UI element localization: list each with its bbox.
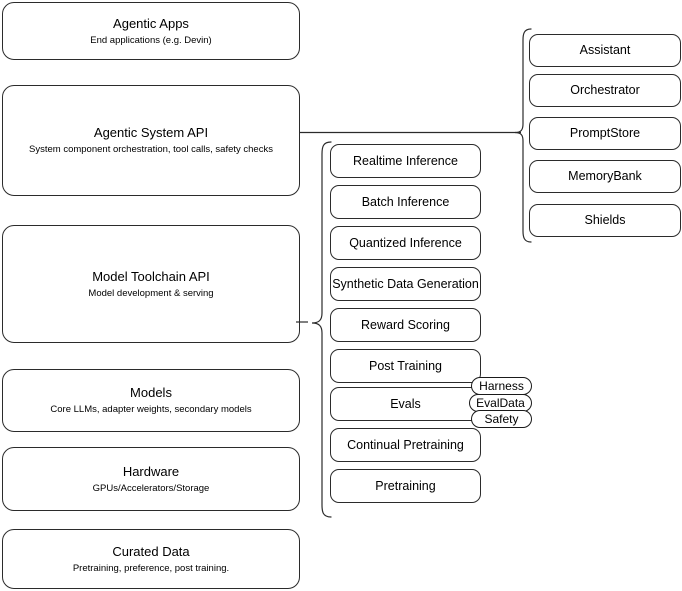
toolchain-box-quantized-inference[interactable]: Quantized Inference bbox=[330, 226, 481, 260]
toolchain-box-label: Pretraining bbox=[375, 478, 436, 493]
evals-pill-label: Harness bbox=[479, 379, 524, 393]
toolchain-box-batch-inference[interactable]: Batch Inference bbox=[330, 185, 481, 219]
toolchain-box-post-training[interactable]: Post Training bbox=[330, 349, 481, 383]
stack-layer-subtitle: GPUs/Accelerators/Storage bbox=[92, 482, 210, 494]
stack-layer-title: Agentic Apps bbox=[113, 15, 189, 31]
toolchain-box-label: Quantized Inference bbox=[349, 235, 462, 250]
stack-layer-title: Hardware bbox=[122, 463, 180, 479]
stack-layer-hardware[interactable]: Hardware GPUs/Accelerators/Storage bbox=[2, 447, 300, 511]
toolchain-box-synthetic-data-generation[interactable]: Synthetic Data Generation bbox=[330, 267, 481, 301]
system-box-label: Shields bbox=[584, 213, 626, 227]
stack-layer-subtitle: Core LLMs, adapter weights, secondary mo… bbox=[50, 404, 252, 415]
toolchain-box-label: Realtime Inference bbox=[353, 153, 458, 168]
system-box-label: Assistant bbox=[579, 43, 631, 57]
system-box-orchestrator[interactable]: Orchestrator bbox=[529, 74, 681, 107]
bracket-toolchain-components bbox=[306, 141, 332, 519]
toolchain-box-evals[interactable]: Evals bbox=[330, 387, 481, 421]
toolchain-box-pretraining[interactable]: Pretraining bbox=[330, 469, 481, 503]
stack-layer-subtitle: Pretraining, preference, post training. bbox=[72, 562, 230, 574]
evals-pill-label: EvalData bbox=[476, 396, 525, 410]
evals-pill-label: Safety bbox=[484, 412, 519, 426]
system-box-memorybank[interactable]: MemoryBank bbox=[529, 160, 681, 193]
stack-layer-agentic-apps[interactable]: Agentic Apps End applications (e.g. Devi… bbox=[2, 2, 300, 60]
toolchain-box-label: Batch Inference bbox=[361, 194, 450, 209]
stack-layer-model-toolchain-api[interactable]: Model Toolchain API Model development & … bbox=[2, 225, 300, 343]
toolchain-box-label: Continual Pretraining bbox=[347, 437, 464, 452]
stack-layer-agentic-system-api[interactable]: Agentic System API System component orch… bbox=[2, 85, 300, 196]
toolchain-box-label: Synthetic Data Generation bbox=[332, 276, 479, 291]
stack-layer-curated-data[interactable]: Curated Data Pretraining, preference, po… bbox=[2, 529, 300, 589]
stack-layer-title: Agentic System API bbox=[93, 125, 209, 140]
toolchain-box-label: Evals bbox=[390, 396, 421, 411]
system-box-assistant[interactable]: Assistant bbox=[529, 34, 681, 67]
system-box-label: PromptStore bbox=[569, 126, 641, 140]
toolchain-box-reward-scoring[interactable]: Reward Scoring bbox=[330, 308, 481, 342]
toolchain-box-continual-pretraining[interactable]: Continual Pretraining bbox=[330, 428, 481, 462]
evals-pill-harness[interactable]: Harness bbox=[471, 377, 532, 395]
stack-layer-subtitle: System component orchestration, tool cal… bbox=[29, 144, 273, 155]
stack-layer-models[interactable]: Models Core LLMs, adapter weights, secon… bbox=[2, 369, 300, 432]
connector-line-system-api-to-components bbox=[299, 126, 524, 140]
system-box-promptstore[interactable]: PromptStore bbox=[529, 117, 681, 150]
stack-layer-subtitle: Model development & serving bbox=[88, 287, 214, 299]
system-box-label: MemoryBank bbox=[568, 169, 642, 183]
stack-layer-title: Curated Data bbox=[112, 543, 190, 559]
stack-layer-subtitle: End applications (e.g. Devin) bbox=[90, 34, 212, 46]
stack-layer-title: Models bbox=[130, 385, 172, 400]
stack-layer-title: Model Toolchain API bbox=[92, 268, 210, 284]
evals-pill-safety[interactable]: Safety bbox=[471, 410, 532, 428]
system-box-shields[interactable]: Shields bbox=[529, 204, 681, 237]
system-box-label: Orchestrator bbox=[570, 83, 640, 97]
toolchain-box-label: Post Training bbox=[369, 358, 442, 373]
toolchain-box-realtime-inference[interactable]: Realtime Inference bbox=[330, 144, 481, 178]
toolchain-box-label: Reward Scoring bbox=[361, 317, 450, 332]
